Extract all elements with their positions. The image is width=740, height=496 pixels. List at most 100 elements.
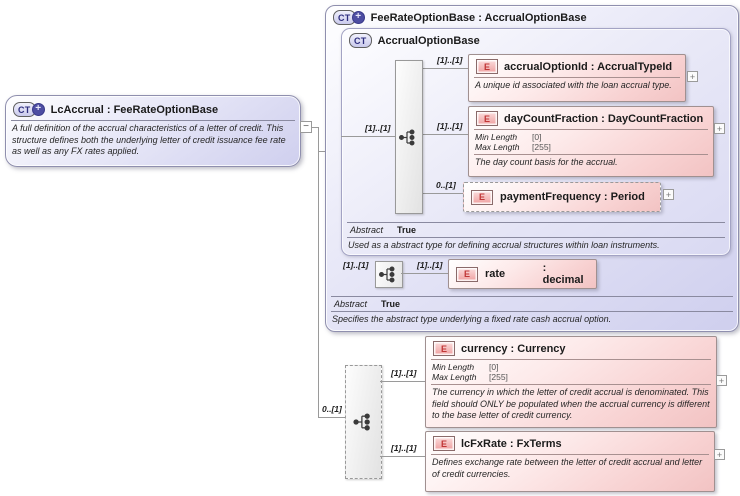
element-icon: E (476, 59, 498, 74)
facet-value: [0] (532, 132, 542, 142)
optional-sequence-indicator[interactable] (345, 365, 382, 479)
sequence-icon (379, 266, 395, 283)
facet-value: [255] (489, 372, 508, 382)
complex-type-extension-icon: CT + (333, 10, 365, 25)
cardinality-label: [1]..[1] (365, 123, 391, 133)
facet-row: Max Length [255] (432, 372, 710, 382)
collapse-button[interactable]: − (300, 121, 312, 133)
element-header: E dayCountFraction : DayCountFraction (469, 107, 713, 128)
sequence-icon (399, 129, 415, 146)
complex-type-extension-icon: CT + (13, 102, 45, 117)
daycountfraction-title: dayCountFraction : DayCountFraction (504, 112, 704, 125)
divider (331, 311, 733, 312)
sequence-indicator[interactable] (395, 60, 423, 214)
divider (431, 454, 709, 455)
accrualoptionid-title: accrualOptionId : AccrualTypeId (504, 60, 673, 73)
ct-plus-badge: + (31, 103, 45, 116)
facet-list: Min Length [0] Max Length [255] (426, 360, 716, 383)
accrualoptionbase-title: AccrualOptionBase (377, 34, 480, 47)
rate-type: : decimal (542, 262, 584, 286)
element-box-lcfxrate[interactable]: E lcFxRate : FxTerms Defines exchange ra… (425, 431, 715, 492)
cardinality-label: [1]..[1] (437, 55, 463, 65)
accrualoptionbase-annotation: Used as a abstract type for defining acc… (348, 240, 660, 250)
facet-label: Min Length (475, 132, 518, 142)
element-box-accrualoptionid[interactable]: E accrualOptionId : AccrualTypeId A uniq… (468, 54, 686, 102)
connector-line (318, 417, 346, 418)
expand-button[interactable]: + (714, 449, 725, 460)
connector-line (401, 273, 448, 274)
element-header: E rate : decimal (449, 260, 596, 288)
feerateoptionbase-annotation: Specifies the abstract type underlying a… (332, 314, 612, 324)
lcaccrual-title: LcAccrual : FeeRateOptionBase (50, 103, 219, 116)
connector-line (380, 456, 425, 457)
sequence-indicator[interactable] (375, 261, 403, 288)
facet-row: Min Length [0] (475, 132, 707, 142)
element-icon: E (476, 111, 498, 126)
facet-label: Max Length (475, 142, 520, 152)
expand-button[interactable]: + (714, 123, 725, 134)
connector-line (312, 127, 319, 128)
facet-row: Min Length [0] (432, 362, 710, 372)
feerateoptionbase-title: FeeRateOptionBase : AccrualOptionBase (370, 11, 587, 24)
divider (347, 222, 725, 223)
element-icon: E (433, 341, 455, 356)
expand-button[interactable]: + (663, 189, 674, 200)
cardinality-label: [1]..[1] (343, 260, 369, 270)
abstract-value: True (397, 225, 417, 235)
element-icon: E (456, 266, 478, 282)
facet-label: Max Length (432, 372, 477, 382)
divider (11, 120, 295, 121)
element-header: E accrualOptionId : AccrualTypeId (469, 55, 685, 76)
element-icon: E (433, 436, 455, 451)
divider (474, 154, 708, 155)
daycountfraction-annotation: The day count basis for the accrual. (475, 157, 618, 167)
cardinality-label: 0..[1] (322, 404, 342, 414)
divider (431, 359, 711, 360)
currency-annotation: The currency in which the letter of cred… (432, 387, 710, 420)
abstract-label: Abstract (334, 299, 368, 309)
divider (347, 237, 725, 238)
paymentfrequency-title: paymentFrequency : Period (500, 191, 645, 203)
facet-value: [255] (532, 142, 551, 152)
complex-type-box-lcaccrual[interactable]: CT + LcAccrual : FeeRateOptionBase A ful… (5, 95, 301, 167)
element-box-paymentfrequency[interactable]: E paymentFrequency : Period (463, 182, 661, 212)
facet-list: Min Length [0] Max Length [255] (469, 130, 713, 153)
rate-name: rate (485, 268, 506, 280)
sequence-icon (352, 413, 370, 431)
lcfxrate-title: lcFxRate : FxTerms (461, 437, 562, 450)
accrualoptionbase-header: CT AccrualOptionBase (342, 29, 730, 50)
connector-line (318, 127, 319, 418)
element-box-currency[interactable]: E currency : Currency Min Length [0] Max… (425, 336, 717, 428)
connector-line (421, 68, 468, 69)
element-header: E paymentFrequency : Period (464, 183, 660, 211)
complex-type-icon: CT (349, 33, 372, 48)
expand-button[interactable]: + (687, 71, 698, 82)
abstract-label: Abstract (350, 225, 384, 235)
abstract-value: True (381, 299, 401, 309)
element-header: E lcFxRate : FxTerms (426, 432, 714, 453)
cardinality-label: [1]..[1] (437, 121, 463, 131)
currency-title: currency : Currency (461, 342, 566, 355)
connector-line (380, 381, 425, 382)
cardinality-label: [1]..[1] (417, 260, 443, 270)
abstract-row: Abstract True (347, 225, 725, 235)
facet-label: Min Length (432, 362, 475, 372)
divider (474, 129, 708, 130)
expand-button[interactable]: + (716, 375, 727, 386)
lcaccrual-header: CT + LcAccrual : FeeRateOptionBase (6, 96, 300, 119)
abstract-row: Abstract True (331, 299, 733, 309)
element-icon: E (471, 189, 493, 205)
element-header: E currency : Currency (426, 337, 716, 358)
feerateoptionbase-header: CT + FeeRateOptionBase : AccrualOptionBa… (326, 6, 738, 27)
facet-row: Max Length [255] (475, 142, 707, 152)
connector-line (421, 193, 463, 194)
facet-value: [0] (489, 362, 499, 372)
ct-badge: CT (349, 33, 372, 48)
ct-plus-badge: + (351, 11, 365, 24)
element-box-daycountfraction[interactable]: E dayCountFraction : DayCountFraction Mi… (468, 106, 714, 177)
cardinality-label: 0..[1] (436, 180, 456, 190)
element-box-rate[interactable]: E rate : decimal (448, 259, 597, 289)
divider (474, 77, 680, 78)
divider (331, 296, 733, 297)
